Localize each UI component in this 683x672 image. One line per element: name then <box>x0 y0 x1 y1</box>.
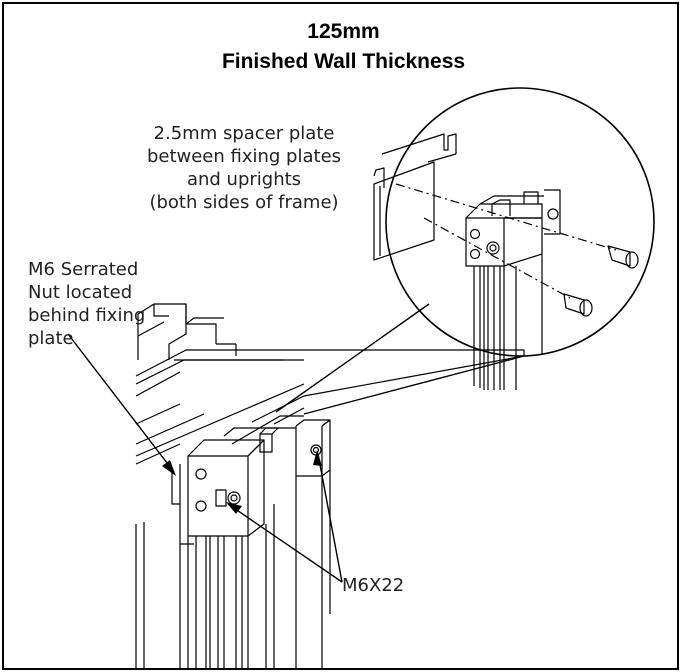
diagram-title-line2: Finished Wall Thickness <box>221 50 466 73</box>
leader-arrows <box>67 333 343 583</box>
assembly-drawing <box>67 87 655 668</box>
detail-dashed-axes <box>395 183 617 299</box>
detail-bolts <box>563 245 639 317</box>
arrowheads <box>162 450 322 514</box>
detail-magnifier <box>275 87 655 415</box>
detail-fixing-block <box>465 189 561 267</box>
uprights <box>135 470 331 668</box>
fixing-plate-assembly <box>171 355 525 545</box>
header-rail <box>135 303 525 465</box>
diagram-title-line1: 125mm <box>307 20 380 43</box>
bolt-callout: M6X22 <box>342 575 405 596</box>
detail-upright <box>473 254 543 390</box>
spacer-plate-callout: 2.5mm spacer plate between fixing plates… <box>146 123 342 213</box>
serrated-nut-callout: M6 Serrated Nut located behind fixing pl… <box>28 259 146 349</box>
detail-spacer-plate <box>373 133 457 261</box>
